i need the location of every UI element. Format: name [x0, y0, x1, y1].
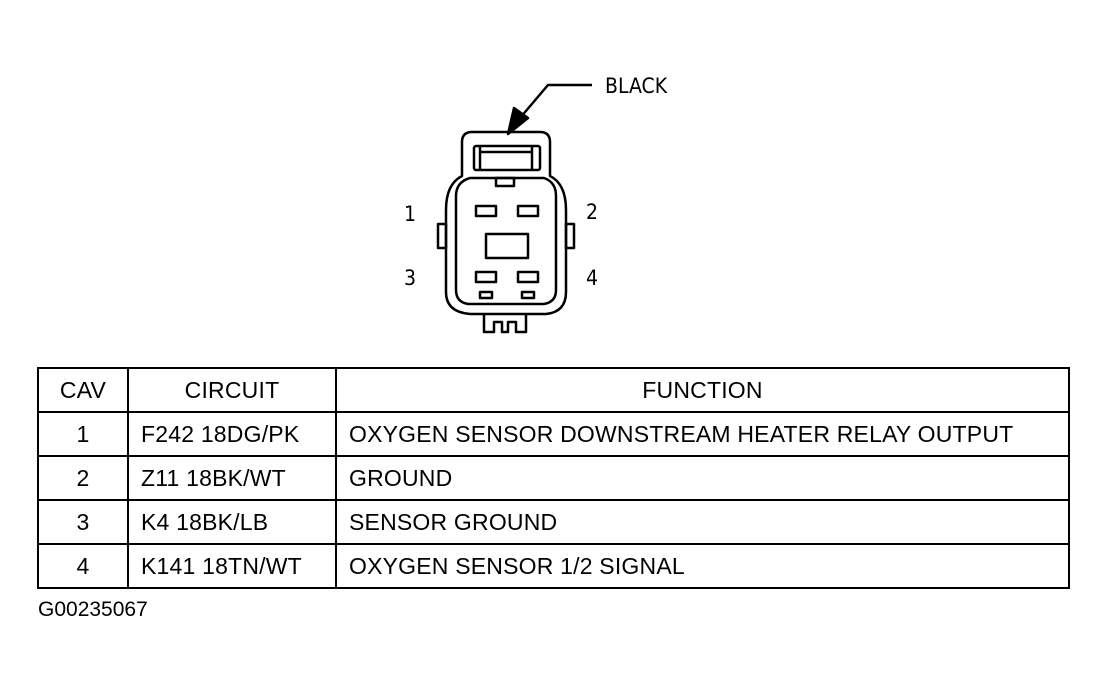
cell-circuit: Z11 18BK/WT — [127, 455, 337, 501]
side-rib-right — [564, 222, 576, 250]
pin-label-2: 2 — [586, 200, 598, 224]
cell-cav: 3 — [37, 499, 129, 545]
cell-circuit: K4 18BK/LB — [127, 499, 337, 545]
header-function: FUNCTION — [335, 367, 1070, 413]
connector-face — [454, 176, 558, 306]
cell-circuit: K141 18TN/WT — [127, 543, 337, 589]
connector-housing — [444, 130, 568, 316]
connector-diagram: BLACK 1 2 3 4 — [404, 74, 668, 334]
color-label: BLACK — [605, 74, 668, 98]
cavity-4 — [516, 270, 540, 284]
cell-cav: 1 — [37, 411, 129, 457]
table-row: 4 K141 18TN/WT OXYGEN SENSOR 1/2 SIGNAL — [37, 543, 1070, 589]
cavity-3 — [474, 270, 498, 284]
header-circuit: CIRCUIT — [127, 367, 337, 413]
bottom-latch — [482, 314, 528, 334]
cell-function: OXYGEN SENSOR DOWNSTREAM HEATER RELAY OU… — [335, 411, 1070, 457]
leader-arrowhead — [506, 106, 530, 136]
leader-line — [519, 83, 592, 119]
table-header-row: CAV CIRCUIT FUNCTION — [37, 367, 1070, 413]
pin-label-4: 4 — [586, 266, 598, 290]
cell-cav: 2 — [37, 455, 129, 501]
pinout-table: CAV CIRCUIT FUNCTION 1 F242 18DG/PK OXYG… — [37, 367, 1070, 589]
cell-function: SENSOR GROUND — [335, 499, 1070, 545]
header-cav: CAV — [37, 367, 129, 413]
key-notch — [494, 176, 516, 188]
cavity-2 — [516, 204, 540, 218]
pin-label-1: 1 — [404, 202, 416, 226]
figure-id: G00235067 — [38, 598, 148, 621]
center-cavity — [484, 232, 530, 260]
cell-circuit: F242 18DG/PK — [127, 411, 337, 457]
table-row: 3 K4 18BK/LB SENSOR GROUND — [37, 499, 1070, 545]
table-row: 1 F242 18DG/PK OXYGEN SENSOR DOWNSTREAM … — [37, 411, 1070, 457]
side-rib-left — [436, 222, 448, 250]
cell-cav: 4 — [37, 543, 129, 589]
pin-label-3: 3 — [404, 266, 416, 290]
cavity-1 — [474, 204, 498, 218]
cell-function: OXYGEN SENSOR 1/2 SIGNAL — [335, 543, 1070, 589]
cell-function: GROUND — [335, 455, 1070, 501]
locking-tab — [472, 144, 542, 172]
table-row: 2 Z11 18BK/WT GROUND — [37, 455, 1070, 501]
